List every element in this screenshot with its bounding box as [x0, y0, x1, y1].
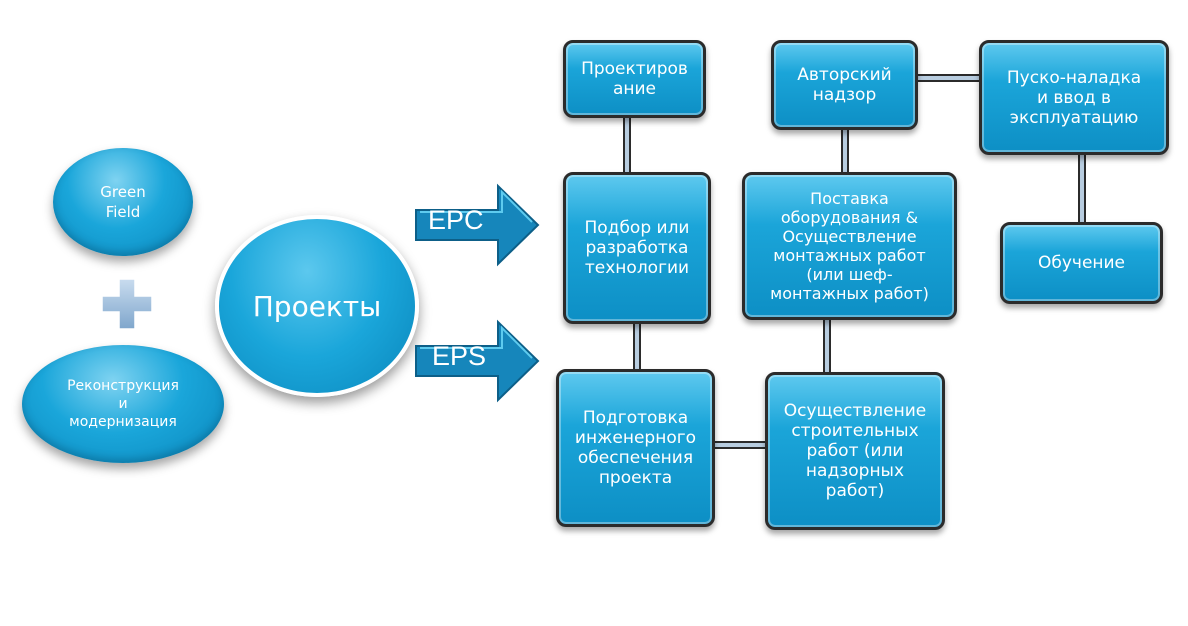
box-construction: Осуществление строительных работ (или на…: [765, 372, 945, 530]
eps-arrow: [415, 319, 540, 403]
eps-label: EPS: [432, 341, 487, 371]
reconstruction-ellipse: Реконструкция и модернизация: [22, 345, 224, 463]
box-supply: Поставка оборудования & Осуществление мо…: [742, 172, 957, 320]
box-design: Проектиров ание: [563, 40, 706, 118]
epc-arrow: [415, 183, 540, 267]
green-field-label: Green Field: [100, 183, 146, 221]
box-commissioning: Пуско-наладка и ввод в эксплуатацию: [979, 40, 1169, 155]
projects-circle: Проекты: [215, 215, 419, 397]
box-technology: Подбор или разработка технологии: [563, 172, 711, 324]
epc-label: EPC: [428, 205, 484, 235]
projects-label: Проекты: [252, 289, 382, 323]
reconstruction-label: Реконструкция и модернизация: [67, 378, 179, 430]
box-supervision: Авторский надзор: [771, 40, 918, 130]
box-engineering: Подготовка инженерного обеспечения проек…: [556, 369, 715, 527]
green-field-ellipse: Green Field: [53, 148, 193, 256]
plus-icon: [101, 278, 153, 330]
box-training: Обучение: [1000, 222, 1163, 304]
